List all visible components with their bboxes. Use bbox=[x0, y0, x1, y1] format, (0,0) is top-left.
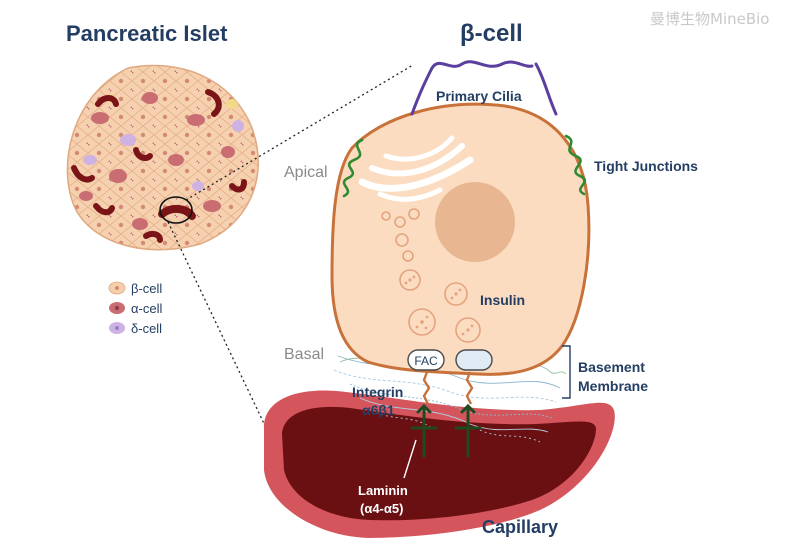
insulin-granules bbox=[381, 208, 481, 343]
label-basement-membrane-1: Basement bbox=[578, 359, 645, 375]
label-insulin: Insulin bbox=[480, 292, 525, 308]
nucleus bbox=[435, 182, 515, 262]
capillary-illustration bbox=[263, 390, 615, 538]
label-tight-junctions: Tight Junctions bbox=[594, 158, 698, 174]
integrin-right bbox=[465, 371, 474, 405]
zoom-line-top bbox=[185, 64, 414, 201]
integrin-left bbox=[422, 371, 431, 405]
legend-label-delta: δ-cell bbox=[131, 321, 162, 336]
label-basement-membrane-2: Membrane bbox=[578, 378, 648, 394]
basement-membrane-bracket bbox=[562, 345, 571, 399]
primary-cilia bbox=[410, 60, 558, 116]
fac-complex bbox=[407, 349, 445, 371]
laminin-pointer bbox=[403, 439, 417, 479]
zoom-line-bottom bbox=[167, 221, 269, 433]
label-laminin-1: Laminin bbox=[358, 483, 408, 498]
fac-complex-2 bbox=[455, 349, 493, 371]
label-capillary: Capillary bbox=[482, 517, 558, 537]
legend-label-beta: β-cell bbox=[131, 281, 162, 296]
islet-title: Pancreatic Islet bbox=[66, 21, 228, 46]
label-integrin-1: Integrin bbox=[352, 384, 403, 400]
label-apical: Apical bbox=[284, 164, 328, 181]
label-integrin-2: α6β1 bbox=[362, 402, 395, 418]
zoom-highlight-circle bbox=[159, 196, 193, 224]
label-fac: FAC bbox=[414, 354, 438, 368]
beta-cell-title: β-cell bbox=[460, 20, 523, 47]
pancreatic-islet-illustration bbox=[66, 64, 259, 251]
tight-junction-left bbox=[342, 138, 364, 198]
tight-junction-right bbox=[564, 134, 587, 196]
label-basal: Basal bbox=[284, 346, 324, 363]
watermark: 曼博生物MineBio bbox=[650, 10, 769, 28]
islet-legend: β-cell α-cell δ-cell bbox=[108, 281, 162, 336]
golgi-apparatus bbox=[358, 135, 474, 202]
laminin-right bbox=[454, 403, 482, 458]
label-laminin-2: (α4-α5) bbox=[360, 501, 403, 516]
legend-label-alpha: α-cell bbox=[131, 301, 162, 316]
label-primary-cilia: Primary Cilia bbox=[436, 88, 522, 104]
laminin-left bbox=[410, 403, 438, 458]
beta-cell-body bbox=[330, 102, 591, 376]
